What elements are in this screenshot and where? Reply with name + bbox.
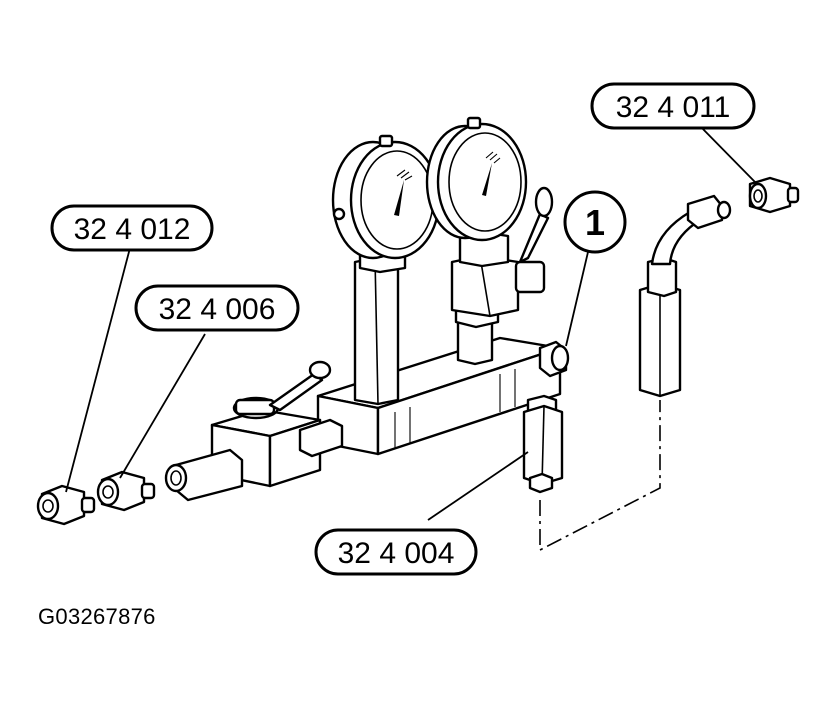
left-gauge-column (353, 244, 407, 406)
fitting-324006 (96, 470, 156, 512)
left-outlet-connector (164, 448, 244, 502)
callout-item-1-text: 1 (585, 202, 605, 243)
callout-324011-text: 32 4 011 (616, 91, 731, 124)
adapter-324004 (522, 394, 564, 494)
connection-dash-line (539, 400, 661, 552)
figure-id: G03267876 (38, 604, 156, 629)
right-pressure-gauge (425, 116, 528, 242)
fitting-324012 (36, 484, 96, 526)
callout-324011: 32 4 011 (590, 82, 756, 130)
callout-324012: 32 4 012 (50, 204, 214, 252)
callout-324004: 32 4 004 (314, 528, 478, 576)
left-pressure-gauge (331, 134, 441, 260)
leader-lines (65, 123, 756, 521)
side-outlet-fitting (538, 340, 570, 378)
callout-324004-text: 32 4 004 (338, 537, 455, 570)
bent-hose-assembly (638, 194, 732, 398)
callout-324012-text: 32 4 012 (74, 213, 191, 246)
callout-324006: 32 4 006 (134, 284, 300, 332)
callout-324006-text: 32 4 006 (159, 293, 276, 326)
fitting-324011 (748, 176, 800, 214)
right-valve-handle (514, 186, 554, 294)
callout-item-1: 1 (563, 190, 627, 254)
